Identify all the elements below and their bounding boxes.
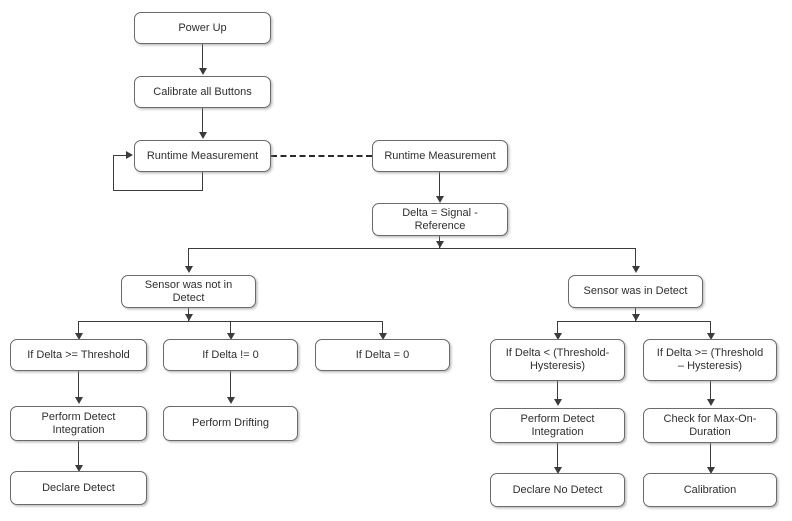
node-perform-drifting[interactable]: Perform Drifting	[163, 406, 298, 441]
edge-delta-indetect-line	[635, 248, 636, 268]
node-calibration[interactable]: Calibration	[643, 473, 777, 507]
edge-indetect-split-bar	[557, 321, 710, 322]
edge-runtime-link-dashed	[271, 155, 372, 157]
node-if-delta-eq-zero[interactable]: If Delta = 0	[315, 339, 450, 371]
edge-integration-declare-arrow	[75, 465, 83, 472]
edge-delta-split-bar	[188, 248, 635, 249]
edge-notindetect-split-arrow	[185, 314, 193, 321]
edge-indetect-c1-arrow	[554, 333, 562, 340]
node-if-delta-ge-threshold-hysteresis[interactable]: If Delta >= (Threshold – Hysteresis)	[643, 339, 777, 381]
edge-runtime-loop-up	[113, 155, 114, 191]
node-sensor-was-not-in-detect[interactable]: Sensor was not in Detect	[121, 275, 256, 308]
node-declare-no-detect[interactable]: Declare No Detect	[490, 473, 625, 507]
edge-lthyst-integration-line	[557, 381, 558, 403]
edge-runtime-loop-in	[113, 155, 127, 156]
edge-lthyst-integration-arrow	[554, 399, 562, 406]
edge-calibrate-runtime-line	[202, 108, 203, 136]
edge-indetect-split-arrow	[632, 314, 640, 321]
node-perform-detect-integration-right[interactable]: Perform Detect Integration	[490, 408, 625, 443]
edge-runtime-loop-arrow	[126, 151, 133, 159]
edge-nezero-drifting-arrow	[227, 397, 235, 404]
edge-calibrate-runtime-arrow	[199, 132, 207, 139]
edge-notindetect-c1-line	[78, 321, 79, 337]
edge-runtime-loop-bottom	[113, 190, 203, 191]
node-runtime-measurement-left[interactable]: Runtime Measurement	[134, 140, 271, 172]
node-if-delta-ge-threshold[interactable]: If Delta >= Threshold	[10, 339, 147, 371]
edge-nezero-drifting-line	[230, 371, 231, 401]
edge-gehyst-maxon-line	[710, 381, 711, 403]
node-if-delta-lt-threshold-hysteresis[interactable]: If Delta < (Threshold- Hysteresis)	[490, 339, 625, 381]
edge-indetect-c2-line	[710, 321, 711, 337]
edge-gethresh-integration-arrow	[75, 397, 83, 404]
edge-powerup-calibrate-arrow	[199, 68, 207, 75]
edge-notindetect-c3-arrow	[379, 333, 387, 340]
edge-delta-indetect-arrow	[632, 266, 640, 273]
edge-runtime-delta-line	[439, 172, 440, 200]
edge-notindetect-c2-line	[230, 321, 231, 337]
edge-gehyst-maxon-arrow	[707, 399, 715, 406]
node-declare-detect[interactable]: Declare Detect	[10, 471, 147, 505]
edge-integrationr-nodetect-line	[557, 443, 558, 471]
edge-delta-split-arrow	[436, 241, 444, 248]
edge-notindetect-c1-arrow	[75, 333, 83, 340]
edge-indetect-c1-line	[557, 321, 558, 337]
edge-runtime-loop-down	[202, 172, 203, 191]
edge-notindetect-c3-line	[382, 321, 383, 337]
edge-maxon-calibration-arrow	[707, 467, 715, 474]
node-check-for-max-on-duration[interactable]: Check for Max-On- Duration	[643, 408, 777, 443]
node-power-up[interactable]: Power Up	[134, 12, 271, 44]
node-sensor-was-in-detect[interactable]: Sensor was in Detect	[568, 275, 703, 308]
edge-gethresh-integration-line	[78, 371, 79, 401]
edge-delta-notindetect-arrow	[185, 266, 193, 273]
edge-runtime-delta-arrow	[436, 196, 444, 203]
edge-indetect-c2-arrow	[707, 333, 715, 340]
edge-delta-notindetect-line	[188, 248, 189, 268]
edge-notindetect-c2-arrow	[227, 333, 235, 340]
edge-powerup-calibrate-line	[202, 44, 203, 72]
node-perform-detect-integration-left[interactable]: Perform Detect Integration	[10, 406, 147, 441]
edge-maxon-calibration-line	[710, 443, 711, 471]
node-runtime-measurement-right[interactable]: Runtime Measurement	[372, 140, 508, 172]
node-calibrate-all-buttons[interactable]: Calibrate all Buttons	[134, 76, 271, 108]
edge-integration-declare-line	[78, 441, 79, 469]
edge-integrationr-nodetect-arrow	[554, 467, 562, 474]
node-delta-signal-reference[interactable]: Delta = Signal - Reference	[372, 203, 508, 236]
node-if-delta-ne-zero[interactable]: If Delta != 0	[163, 339, 298, 371]
